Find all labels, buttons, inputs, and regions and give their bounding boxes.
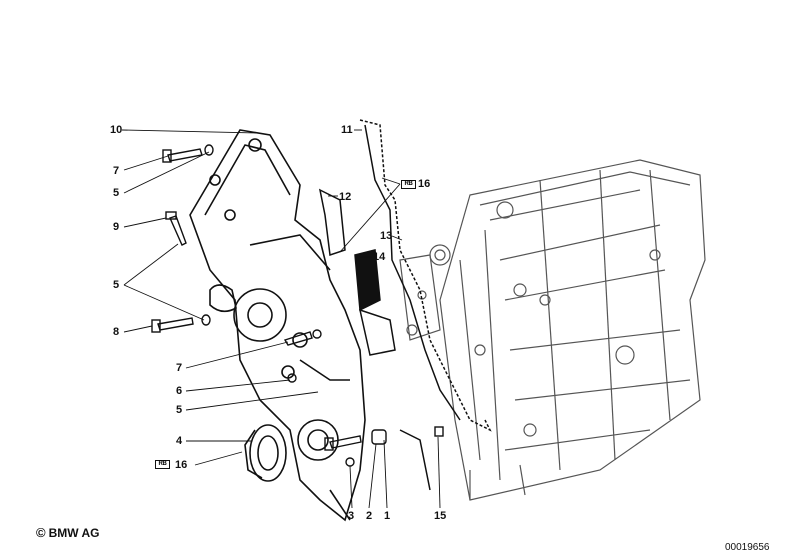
bolts xyxy=(151,144,444,467)
engine-block-drawing xyxy=(399,159,706,501)
callout-label: 9 xyxy=(113,221,120,233)
callout-label: 12 xyxy=(339,191,352,203)
gaskets xyxy=(318,119,492,491)
callout-label: 8 xyxy=(113,326,120,338)
reference-symbol: RB xyxy=(401,180,416,189)
callout-label: 6 xyxy=(176,385,183,397)
callout-label: 15 xyxy=(434,510,447,522)
callout-label: 2 xyxy=(366,510,373,522)
front-timing-cover xyxy=(189,129,366,522)
callout-label: 5 xyxy=(113,279,120,291)
callout-label: 14 xyxy=(373,251,386,263)
copyright-notice: ©BMW AG xyxy=(36,525,99,540)
callout-label: 10 xyxy=(110,124,123,136)
callout-label: 13 xyxy=(380,230,393,242)
callout-label: 5 xyxy=(113,187,120,199)
leader-lines xyxy=(121,129,441,509)
callout-label: 16 xyxy=(175,459,188,471)
copyright-text: BMW AG xyxy=(48,526,100,540)
callout-label: 3 xyxy=(348,510,355,522)
callout-label: 5 xyxy=(176,404,183,416)
seal-ring xyxy=(244,424,287,482)
callout-label: 7 xyxy=(113,165,120,177)
callout-label: 1 xyxy=(384,510,391,522)
callout-label: 11 xyxy=(341,124,353,136)
reference-symbol: RB xyxy=(155,460,170,469)
copyright-symbol: © xyxy=(36,525,46,540)
callout-label: 4 xyxy=(176,435,183,447)
callout-label: 16 xyxy=(418,178,431,190)
document-id: 00019656 xyxy=(725,542,770,553)
callout-label: 7 xyxy=(176,362,183,374)
